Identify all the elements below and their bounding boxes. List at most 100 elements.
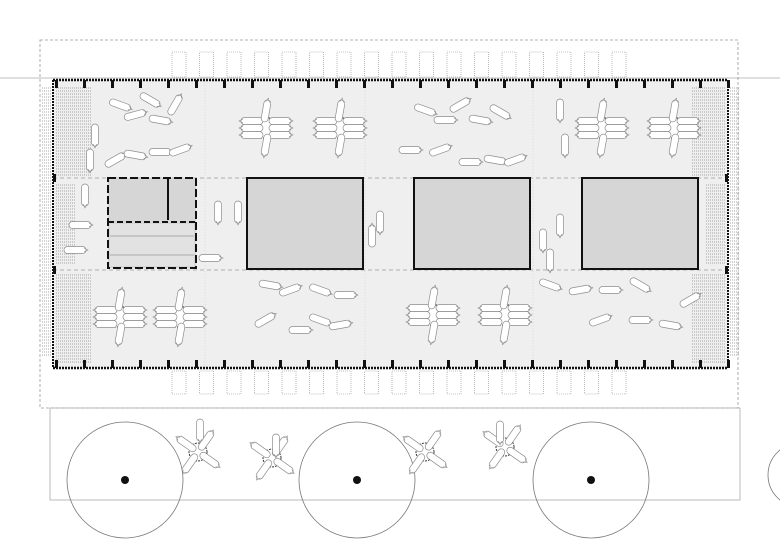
person bbox=[91, 123, 99, 149]
person bbox=[258, 279, 284, 291]
person bbox=[114, 286, 126, 312]
hatch-panel bbox=[56, 87, 92, 176]
column bbox=[279, 360, 282, 368]
person bbox=[507, 304, 533, 312]
person bbox=[122, 320, 148, 328]
hatch-block bbox=[419, 51, 434, 78]
person bbox=[328, 319, 354, 331]
hatch-block bbox=[529, 51, 544, 78]
person bbox=[199, 451, 221, 469]
person bbox=[604, 131, 630, 139]
person bbox=[676, 131, 702, 139]
column bbox=[475, 360, 478, 368]
core-block bbox=[581, 177, 699, 270]
columns bbox=[53, 80, 730, 368]
column bbox=[447, 360, 450, 368]
person bbox=[175, 435, 197, 453]
person bbox=[477, 304, 503, 312]
person bbox=[458, 158, 484, 166]
person bbox=[539, 228, 547, 254]
person bbox=[477, 318, 503, 326]
person bbox=[123, 109, 149, 121]
hatch-block bbox=[556, 51, 572, 78]
column bbox=[671, 80, 674, 88]
person bbox=[167, 93, 183, 116]
column bbox=[531, 360, 534, 368]
person bbox=[496, 420, 504, 446]
column bbox=[55, 360, 58, 368]
hatch-panel bbox=[56, 184, 76, 264]
person bbox=[268, 117, 294, 125]
person bbox=[196, 418, 204, 444]
column bbox=[419, 80, 422, 88]
pavilion bbox=[66, 421, 184, 539]
person bbox=[279, 283, 303, 297]
person bbox=[268, 124, 294, 132]
hatch-block bbox=[584, 51, 599, 78]
person bbox=[507, 311, 533, 319]
side-hatch-panels bbox=[42, 87, 740, 363]
column bbox=[503, 80, 506, 88]
person bbox=[574, 124, 600, 132]
column bbox=[83, 360, 86, 368]
person bbox=[260, 97, 272, 123]
core-block bbox=[246, 177, 364, 270]
column bbox=[55, 80, 58, 88]
person bbox=[273, 457, 295, 475]
hatch-panel bbox=[692, 87, 726, 176]
column bbox=[83, 80, 86, 88]
person bbox=[408, 453, 426, 475]
person bbox=[234, 200, 242, 226]
person bbox=[676, 124, 702, 132]
person bbox=[488, 448, 506, 470]
column bbox=[335, 80, 338, 88]
column bbox=[725, 174, 728, 182]
person bbox=[477, 311, 503, 319]
person bbox=[398, 146, 424, 154]
column bbox=[307, 360, 310, 368]
person bbox=[249, 441, 271, 459]
column bbox=[587, 80, 590, 88]
person bbox=[86, 148, 94, 174]
column bbox=[111, 80, 114, 88]
hatch-block bbox=[419, 370, 434, 395]
person bbox=[139, 92, 162, 108]
person bbox=[574, 131, 600, 139]
person bbox=[254, 312, 277, 328]
person bbox=[429, 143, 453, 157]
person bbox=[122, 313, 148, 321]
person bbox=[92, 306, 118, 314]
person bbox=[174, 286, 186, 312]
hatch-block bbox=[309, 370, 324, 395]
column bbox=[195, 80, 198, 88]
person bbox=[92, 313, 118, 321]
person bbox=[433, 116, 459, 124]
person bbox=[556, 98, 564, 124]
column bbox=[111, 360, 114, 368]
hatch-block bbox=[584, 370, 599, 395]
column bbox=[447, 80, 450, 88]
person bbox=[646, 117, 672, 125]
pavilion bbox=[767, 449, 780, 501]
person bbox=[506, 446, 528, 464]
person bbox=[342, 131, 368, 139]
person bbox=[238, 131, 264, 139]
person bbox=[182, 306, 208, 314]
person bbox=[598, 286, 624, 294]
person bbox=[424, 429, 442, 451]
person bbox=[152, 313, 178, 321]
hatch-block bbox=[254, 51, 269, 78]
hatch-panel bbox=[56, 274, 92, 363]
column bbox=[559, 360, 562, 368]
hatch-block bbox=[556, 370, 572, 395]
hatch-panel bbox=[692, 274, 726, 363]
column bbox=[727, 80, 730, 88]
person bbox=[574, 117, 600, 125]
hatch-block bbox=[529, 370, 544, 395]
hatch-block bbox=[336, 370, 352, 395]
column bbox=[251, 80, 254, 88]
person bbox=[589, 313, 613, 327]
person bbox=[334, 133, 346, 159]
hatch-block bbox=[254, 370, 269, 395]
